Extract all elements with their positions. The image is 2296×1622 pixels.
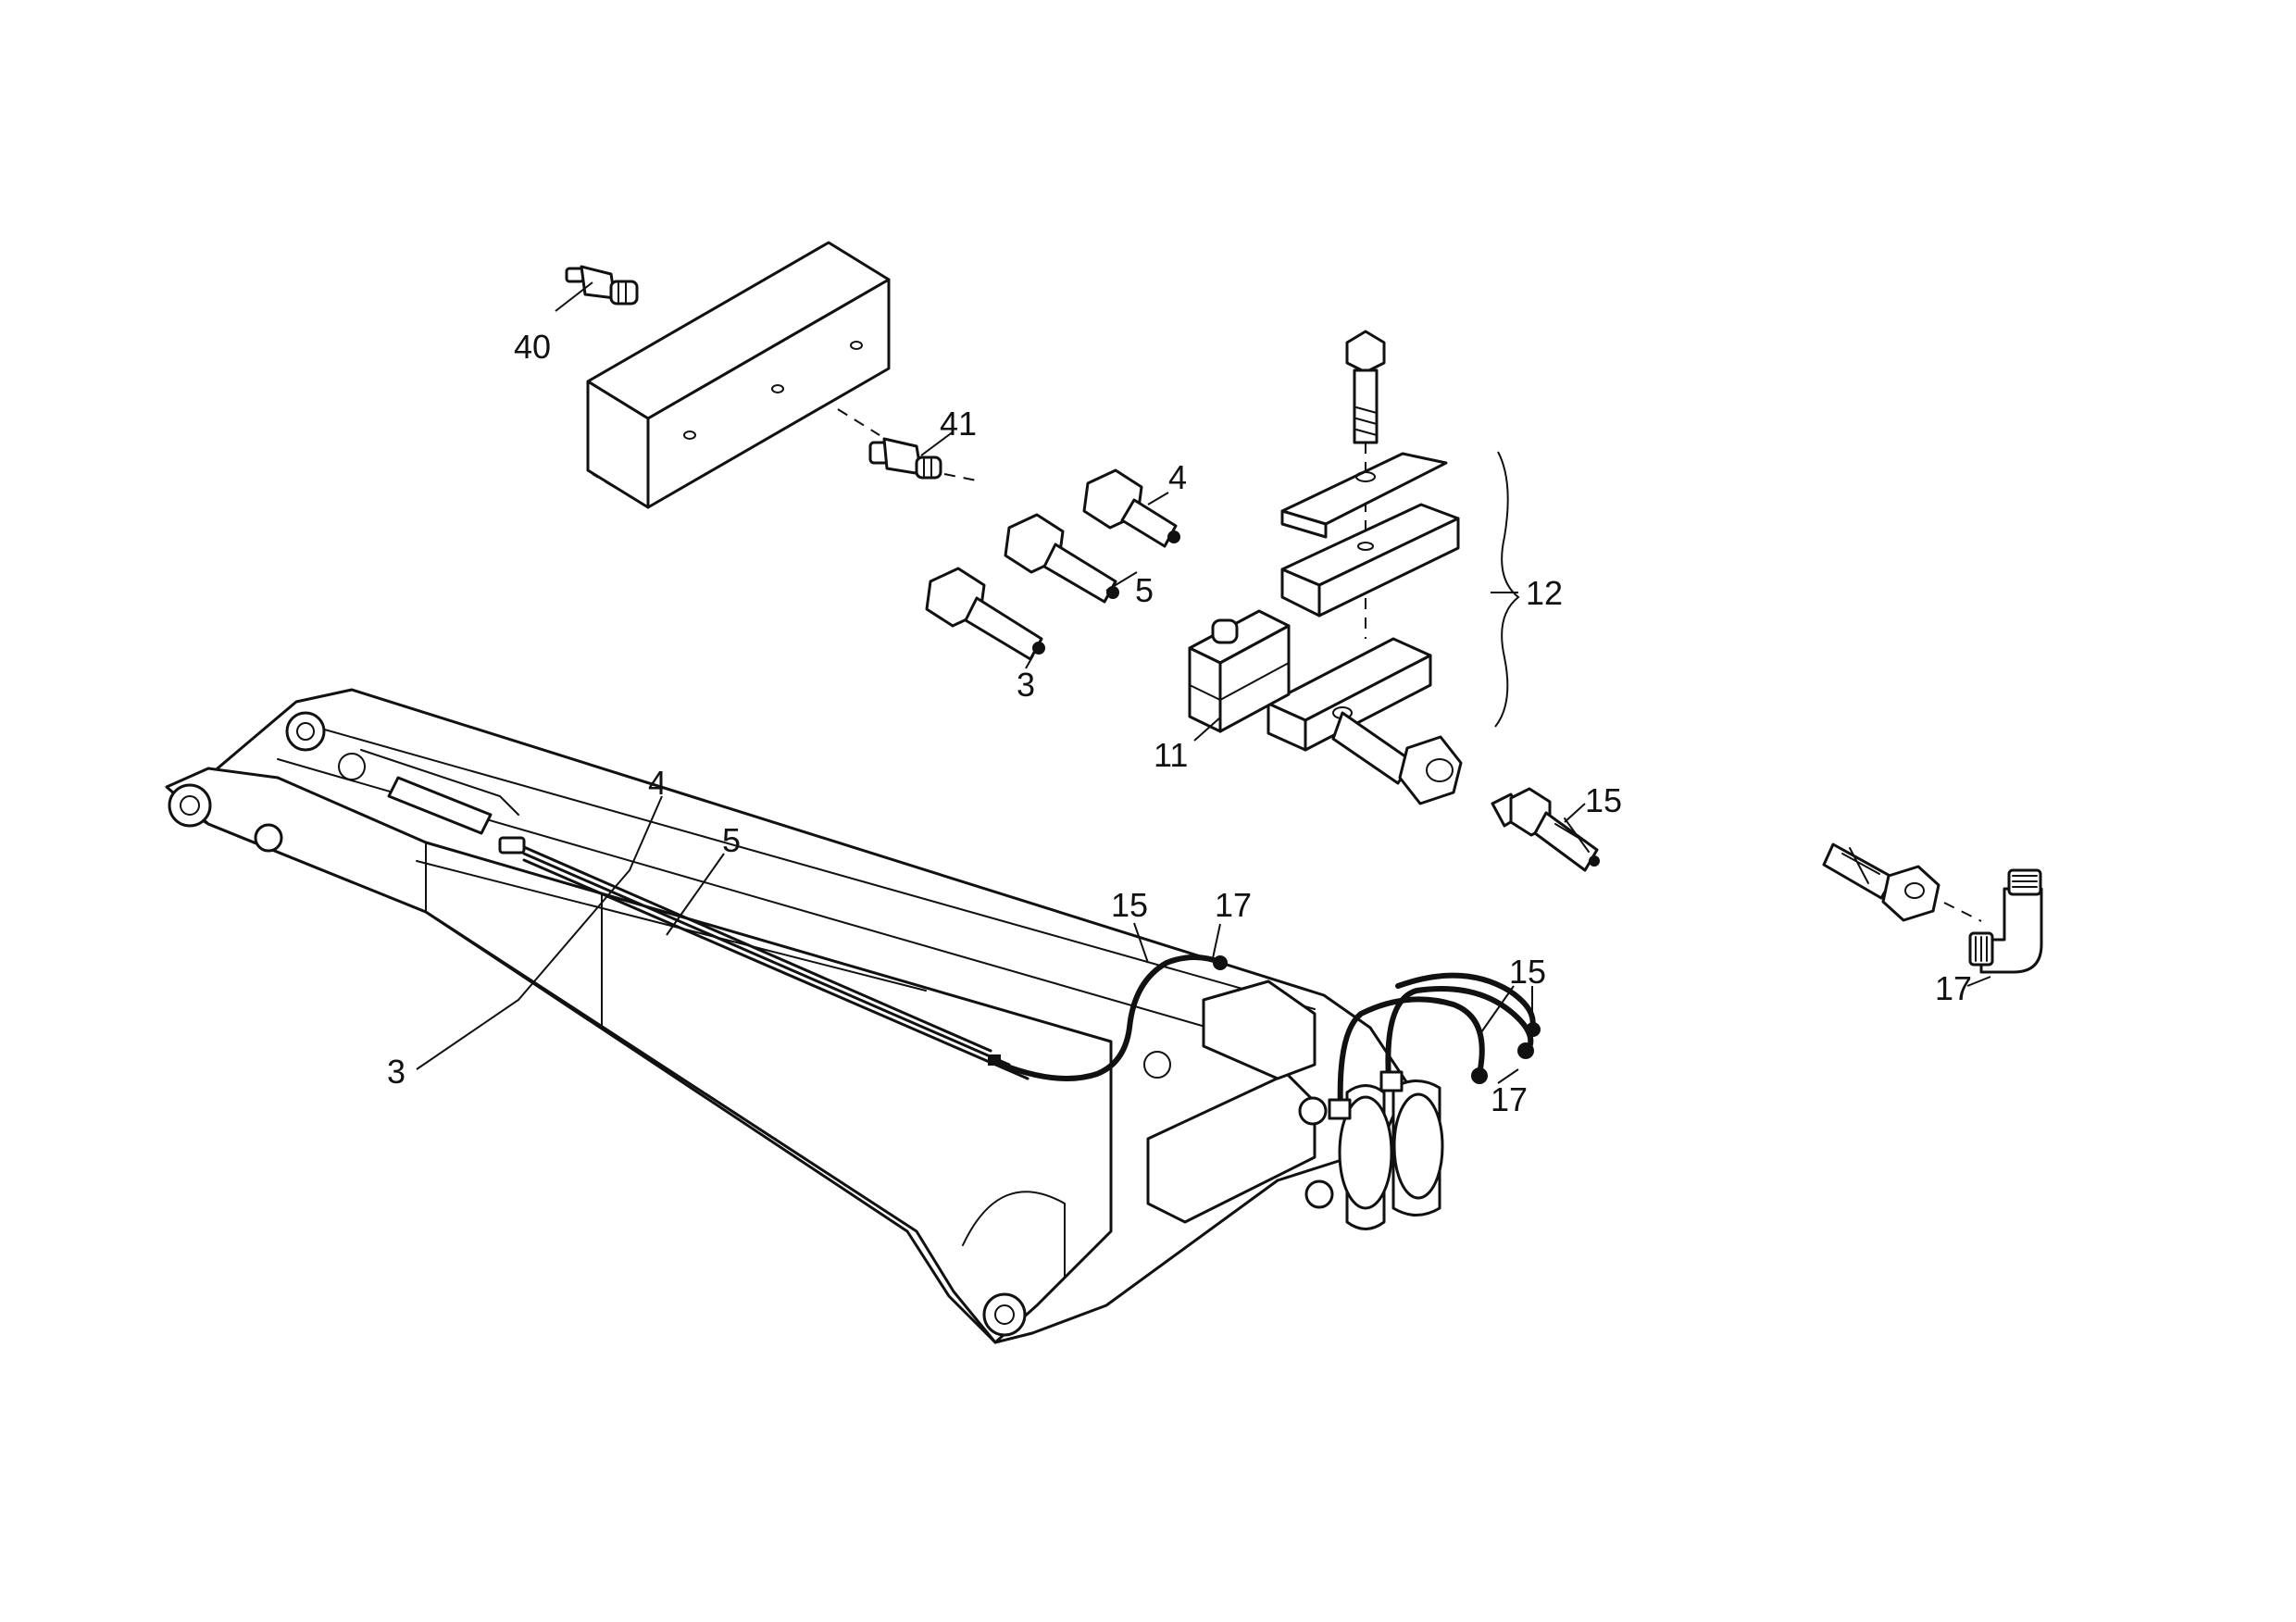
callout-3-arm: 3 [387,1053,406,1091]
callout-15-hose: 15 [1111,886,1148,924]
excavator-boom [165,688,1444,1344]
clamp-block-11 [1188,609,1291,733]
valve-block [586,241,891,509]
callout-4-arm: 4 [648,764,667,802]
callout-17-end: 17 [1491,1080,1528,1118]
callout-41: 41 [940,405,977,443]
callout-3-top: 3 [1017,666,1035,704]
callout-17-hose: 17 [1215,886,1252,924]
fitting-41 [837,408,982,482]
leader-lines [416,281,1991,1084]
callout-labels: 40 41 4 5 3 12 11 15 4 5 3 15 17 15 17 1… [387,328,1972,1118]
callout-40: 40 [514,328,551,366]
callout-12: 12 [1526,574,1563,612]
callout-4-top: 4 [1168,458,1187,496]
hose-fitting-4 [1082,468,1180,548]
callout-11: 11 [1154,736,1188,774]
callout-5-top: 5 [1135,571,1154,609]
hose-fitting-3 [925,567,1045,661]
hose-lines [498,836,1541,1120]
clamp-assembly-12 [1267,330,1520,805]
callout-15-end: 15 [1509,953,1546,991]
callout-5-arm: 5 [722,821,741,859]
hose-end-15-mid [1491,787,1600,872]
fitting-40 [565,265,639,306]
detail-hose-elbow [1822,842,2043,974]
callout-17-right: 17 [1935,969,1972,1007]
callout-15-mid: 15 [1585,781,1622,819]
hose-fitting-5 [1004,513,1119,604]
